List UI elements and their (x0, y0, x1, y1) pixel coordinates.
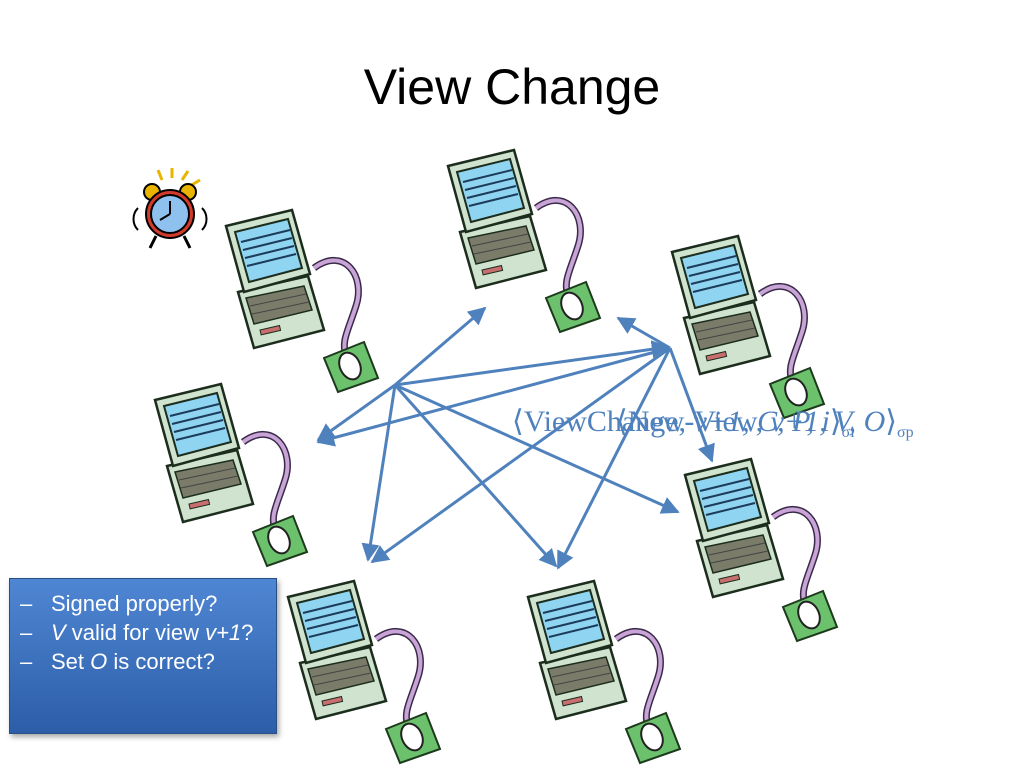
slide-title: View Change (363, 59, 661, 115)
computer-icon (685, 459, 837, 641)
checklist-item: –Set O is correct? (20, 649, 215, 674)
new-view-message: ⟨New-View, v+1, V, O⟩σp (616, 405, 914, 441)
checklist-item: –V valid for view v+1? (20, 620, 254, 645)
arrow (668, 347, 715, 463)
arrow (556, 347, 672, 570)
computer-icon (155, 384, 307, 566)
checklist-item: –Signed properly? (20, 591, 218, 616)
alarm-clock-icon (132, 168, 208, 249)
arrow (361, 384, 397, 562)
arrow (394, 340, 670, 387)
computer-icon (226, 210, 378, 392)
computer-icon (448, 150, 600, 332)
computer-icon (672, 236, 824, 418)
new-view-arrows (316, 316, 715, 570)
arrow (394, 383, 680, 514)
computer-icon (288, 581, 440, 763)
arrow (316, 346, 671, 447)
arrow (616, 316, 671, 350)
arrow (370, 346, 671, 564)
computer-icon (528, 581, 680, 763)
arrow (394, 306, 487, 387)
view-change-message: ⟨ViewChange, v+1, C, P, i⟩σi (512, 405, 855, 441)
validation-checklist: –Signed properly? –V valid for view v+1?… (9, 578, 277, 734)
